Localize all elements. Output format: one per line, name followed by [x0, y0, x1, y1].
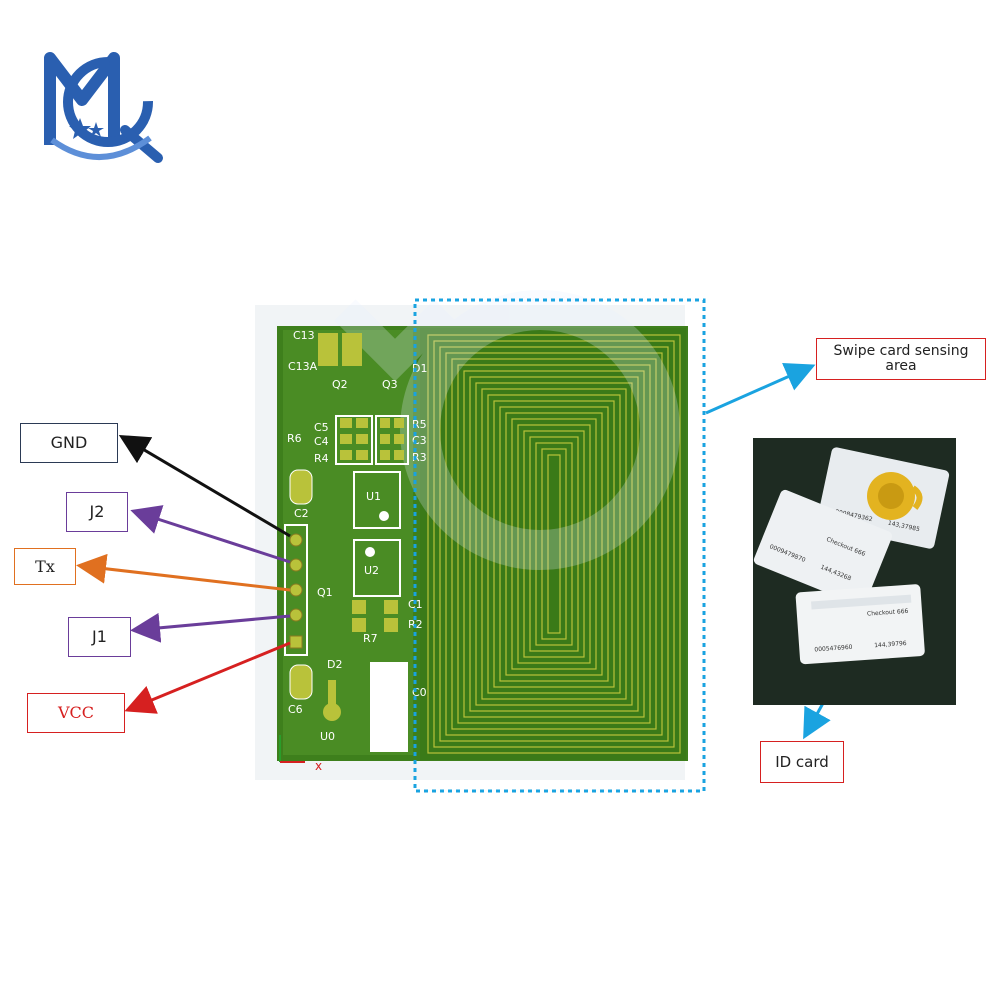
silk-q3: Q3	[382, 378, 398, 391]
swipe-sensing-label: Swipe card sensing area	[816, 338, 986, 380]
silk-u0: U0	[320, 730, 335, 743]
tx-arrow	[76, 553, 291, 592]
silk-u2: U2	[364, 564, 379, 577]
mq-logo-icon	[44, 52, 163, 163]
card-3: Checkout 666 0005476960 144,39796	[795, 584, 925, 665]
card3-code: 144,39796	[874, 640, 907, 649]
j1-label-text: J1	[92, 627, 107, 647]
silkscreen-labels: C13 C13A Q2 Q3 D1 R6 C5 C4 R4 R5 C3 R3 C…	[287, 329, 427, 743]
silk-c4: C4	[314, 435, 329, 448]
vcc-label-text: VCC	[57, 703, 95, 723]
silk-r7: R7	[363, 632, 378, 645]
j1-label: J1	[68, 617, 131, 657]
silk-q1: Q1	[317, 586, 333, 599]
id-card-label: ID card	[760, 741, 844, 783]
silk-q2: Q2	[332, 378, 348, 391]
j2-label: J2	[66, 492, 128, 532]
antenna-coil	[427, 334, 681, 754]
card-2: 0009479870 144,43268 Checkout 666	[753, 489, 893, 607]
gnd-arrow	[118, 434, 291, 538]
silk-d2: D2	[327, 658, 342, 671]
watermark-logo	[334, 290, 680, 570]
silk-c6: C6	[288, 703, 303, 716]
silk-r6: R6	[287, 432, 302, 445]
silk-c13: C13	[293, 329, 315, 342]
swipe-label-line2: area	[885, 358, 917, 374]
tx-label: Tx	[14, 548, 76, 585]
silk-c5: C5	[314, 421, 329, 434]
fob-keychain-icon	[867, 472, 923, 520]
silk-c13a: C13A	[288, 360, 318, 373]
vcc-label: VCC	[27, 693, 125, 733]
card3-label: Checkout 666	[867, 608, 909, 618]
sensing-arrow	[705, 362, 816, 415]
j2-arrow	[130, 505, 291, 564]
swipe-label-line1: Swipe card sensing	[833, 342, 969, 359]
tx-label-text: Tx	[35, 556, 55, 576]
silk-u1: U1	[366, 490, 381, 503]
gnd-label: GND	[20, 423, 118, 463]
id-card-label-text: ID card	[775, 752, 829, 771]
silk-r4: R4	[314, 452, 329, 465]
id-card-photo: 0008479362 143,37985 0009479870 144,4326…	[753, 438, 956, 705]
j1-arrow	[130, 612, 291, 643]
vcc-arrow	[124, 641, 291, 714]
axis-marker-icon: x	[279, 735, 322, 773]
sensing-area-box	[413, 298, 706, 793]
silk-r3: R3	[412, 451, 427, 464]
gnd-label-text: GND	[50, 433, 88, 453]
svg-text:x: x	[315, 759, 322, 773]
silk-c2: C2	[294, 507, 309, 520]
pcb-components	[284, 333, 409, 752]
card3-number: 0005476960	[814, 644, 853, 654]
silk-c1: C1	[408, 598, 423, 611]
cards-illustration: 0008479362 143,37985 0009479870 144,4326…	[753, 438, 956, 705]
j2-label-text: J2	[89, 502, 105, 522]
